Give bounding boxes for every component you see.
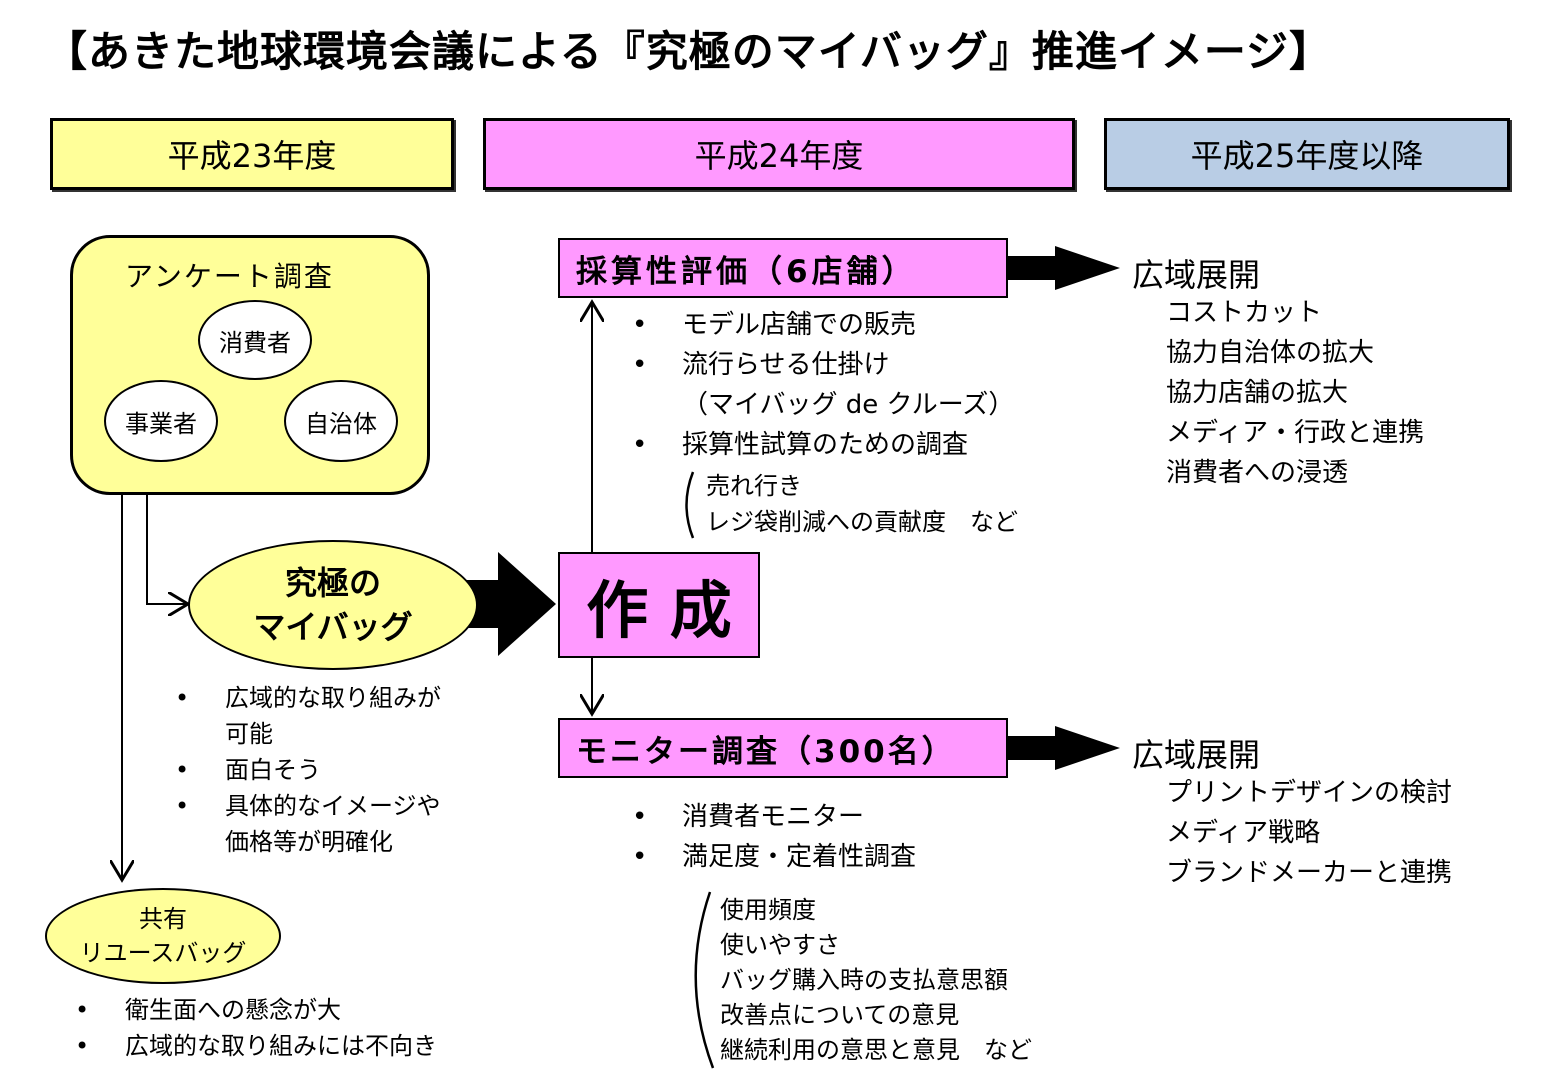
point: 価格等が明確化: [225, 828, 393, 856]
monitor-points: • 消費者モニター • 満足度・定着性調査: [632, 797, 916, 877]
bullet: •: [632, 802, 648, 832]
item: 消費者への浸透: [1166, 458, 1349, 488]
sub-item: 改善点についての意見: [720, 1001, 960, 1029]
bullet: •: [632, 350, 648, 380]
item: メディア・行政と連携: [1166, 418, 1425, 448]
sub-item: 継続利用の意思と意見 など: [720, 1036, 1032, 1064]
point: 衛生面への懸念が大: [125, 996, 341, 1024]
bullet: •: [632, 842, 648, 872]
shared-bag-line2: リユースバッグ: [79, 939, 247, 967]
sub-item: バッグ購入時の支払意思額: [720, 966, 1008, 994]
big-arrow-icon: [465, 552, 556, 656]
create-box: 作 成: [558, 552, 760, 658]
point: 流行らせる仕掛け: [682, 350, 890, 380]
profitability-points: • モデル店舗での販売 • 流行らせる仕掛け （マイバッグ de クルーズ） • 採算…: [632, 305, 1014, 465]
participant-business: 事業者: [104, 380, 218, 462]
monitor-title: モニター調査（300名）: [558, 718, 1008, 778]
point: 広域的な取り組みが: [225, 684, 441, 712]
arrow-right-icon: [1008, 246, 1120, 290]
participant-consumer: 消費者: [198, 300, 312, 380]
shared-bag-line1: 共有: [139, 905, 187, 933]
participant-municipality: 自治体: [284, 380, 398, 462]
bracket: [694, 891, 715, 1069]
expansion2-items: プリントデザインの検討 メディア戦略 ブランドメーカーと連携: [1166, 773, 1452, 893]
point: 消費者モニター: [682, 802, 865, 832]
shared-bag-points: • 衛生面への懸念が大 • 広域的な取り組みには不向き: [75, 992, 437, 1064]
point: 可能: [225, 720, 273, 748]
arrow-right-icon: [1008, 726, 1120, 770]
sub-item: 使用頻度: [720, 896, 816, 924]
sub-item: 売れ行き: [706, 472, 802, 500]
bullet: •: [175, 756, 190, 784]
expansion1-items: コストカット 協力自治体の拡大 協力店舗の拡大 メディア・行政と連携 消費者への…: [1166, 293, 1424, 493]
bullet: •: [175, 684, 190, 712]
item: 協力店舗の拡大: [1166, 378, 1349, 408]
ultimate-bag-line1: 究極の: [284, 564, 381, 602]
year-header-h23: 平成23年度: [50, 118, 454, 190]
bullet: •: [175, 792, 190, 820]
shared-bag-oval: 共有 リユースバッグ: [45, 888, 281, 984]
bullet: •: [75, 996, 90, 1024]
monitor-sub: 使用頻度 使いやすさ バッグ購入時の支払意思額 改善点についての意見 継続利用の…: [720, 893, 1032, 1068]
survey-title: アンケート調査: [125, 260, 334, 293]
year-header-h25: 平成25年度以降: [1104, 118, 1510, 190]
year-header-h24: 平成24年度: [483, 118, 1075, 190]
ultimate-bag-points: • 広域的な取り組みが 可能 • 面白そう • 具体的なイメージや 価格等が明確化: [175, 680, 441, 860]
item: ブランドメーカーと連携: [1166, 858, 1453, 888]
arrow-to-ultimate-bag: [146, 495, 188, 604]
bracket: [685, 471, 695, 539]
sub-item: レジ袋削減への貢献度 など: [706, 508, 1018, 536]
page-title: 【あきた地球環境会議による『究極のマイバッグ』推進イメージ】: [45, 27, 1333, 76]
item: プリントデザインの検討: [1166, 778, 1453, 808]
point: 採算性試算のための調査: [682, 430, 969, 460]
expansion2-title: 広域展開: [1132, 736, 1261, 774]
profitability-title: 採算性評価（6店舗）: [558, 238, 1008, 298]
point: 具体的なイメージや: [225, 792, 441, 820]
point: モデル店舗での販売: [682, 310, 917, 340]
item: 協力自治体の拡大: [1166, 338, 1375, 368]
item: メディア戦略: [1166, 818, 1321, 848]
point: 面白そう: [225, 756, 321, 784]
point: 広域的な取り組みには不向き: [125, 1032, 437, 1060]
bullet: •: [632, 310, 648, 340]
item: コストカット: [1166, 298, 1323, 328]
profitability-sub: 売れ行き レジ袋削減への貢献度 など: [706, 468, 1018, 540]
ultimate-bag-oval: 究極の マイバッグ: [188, 540, 478, 670]
ultimate-bag-line2: マイバッグ: [253, 608, 413, 646]
point: 満足度・定着性調査: [682, 842, 917, 872]
point: （マイバッグ de クルーズ）: [682, 390, 1015, 420]
sub-item: 使いやすさ: [720, 931, 840, 959]
bullet: •: [75, 1032, 90, 1060]
expansion1-title: 広域展開: [1132, 256, 1261, 294]
bullet: •: [632, 430, 648, 460]
